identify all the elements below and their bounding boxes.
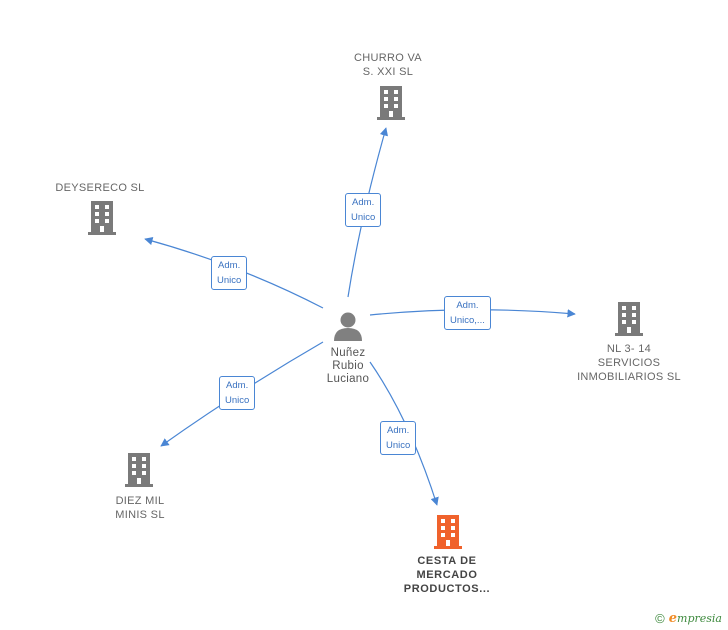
building-icon[interactable] — [125, 453, 153, 487]
node-label-nl314[interactable]: NL 3- 14 SERVICIOS INMOBILIARIOS SL — [577, 343, 681, 383]
person-icon[interactable] — [334, 312, 362, 342]
node-label-cesta[interactable]: CESTA DE MERCADO PRODUCTOS... — [403, 555, 491, 595]
edge-label-churro: Adm. Unico — [345, 193, 382, 227]
edge-label-deysereco: Adm. Unico — [211, 256, 248, 290]
node-label-diezmil[interactable]: DIEZ MIL MINIS SL — [115, 495, 165, 521]
building-icon[interactable] — [434, 515, 462, 549]
brand-logo[interactable]: empresia — [668, 611, 722, 626]
building-icon[interactable] — [88, 201, 116, 235]
building-icon[interactable] — [377, 86, 405, 120]
edge-label-cesta: Adm. Unico — [380, 421, 417, 455]
edge-label-nl314: Adm. Unico,... — [444, 296, 491, 330]
node-label-deysereco[interactable]: DEYSERECO SL — [55, 182, 145, 194]
building-icon[interactable] — [615, 302, 643, 336]
node-label-churro[interactable]: CHURRO VA S. XXI SL — [354, 52, 422, 78]
edge-label-diezmil: Adm. Unico — [219, 376, 256, 410]
copyright-symbol: © — [655, 611, 665, 626]
node-label-center-person[interactable]: Nuñez Rubio Luciano — [326, 347, 370, 385]
footer-brand: © empresia — [655, 611, 722, 626]
